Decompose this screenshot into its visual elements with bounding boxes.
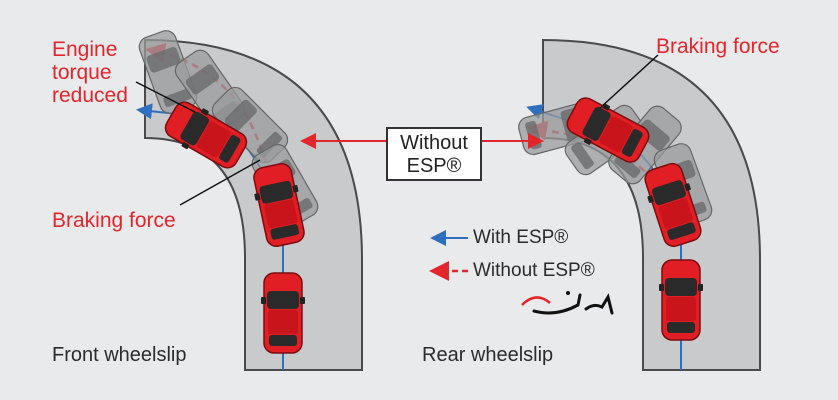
engine-torque-label: Engine torque reduced [52, 38, 128, 107]
engine-label-line: reduced [52, 84, 128, 107]
engine-label-line: torque [52, 61, 112, 84]
right-car-bottom [658, 259, 704, 341]
center-box-line: ESP® [406, 155, 462, 177]
left-car-bottom [260, 272, 306, 354]
center-box-line: Without [400, 132, 468, 154]
left-braking-force-label: Braking force [52, 209, 176, 232]
legend-with-esp: With ESP® [473, 227, 569, 248]
right-braking-force-label: Braking force [656, 35, 780, 58]
left-braking-leader [179, 159, 261, 206]
watermark-logo-graphic [521, 291, 614, 315]
engine-leader [135, 81, 196, 113]
legend-without-esp: Without ESP® [473, 260, 595, 281]
without-esp-box: Without ESP® [386, 127, 482, 181]
engine-label-line: Engine [52, 38, 118, 61]
front-wheelslip-caption: Front wheelslip [52, 344, 187, 366]
right-braking-leader [599, 54, 659, 109]
rear-wheelslip-caption: Rear wheelslip [422, 344, 554, 366]
